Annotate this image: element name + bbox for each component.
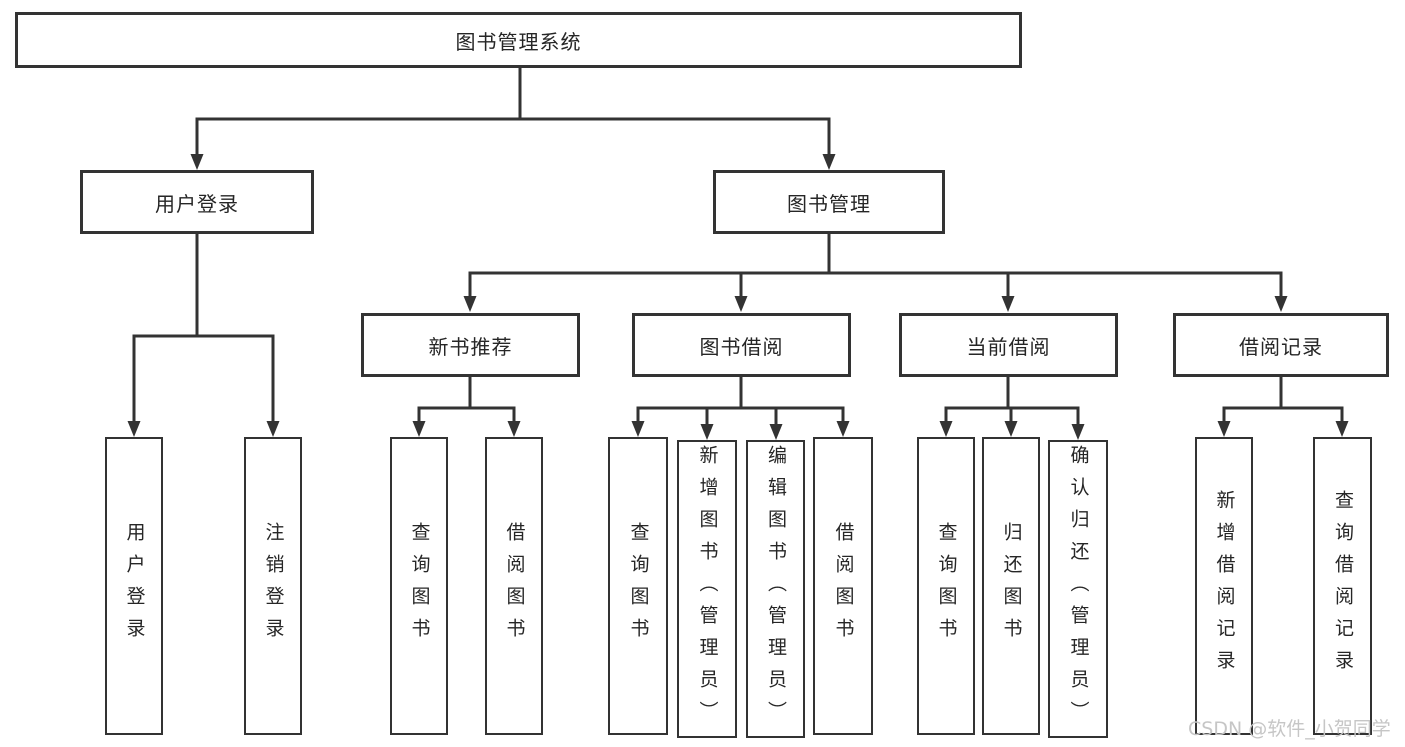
leaf-borrow-books-label: 借阅图书: [503, 522, 526, 650]
node-borrowing-records-label: 借阅记录: [1239, 334, 1323, 359]
leaf-query-books: 查询图书: [390, 437, 448, 735]
leaf-query-borrow-record-label: 查询借阅记录: [1332, 490, 1354, 682]
leaf-confirm-return-admin: 确认归还（管理员）: [1048, 440, 1108, 738]
node-new-book-recommend: 新书推荐: [361, 313, 580, 377]
arrowhead: [836, 421, 850, 437]
leaf-add-borrow-record-label: 新增借阅记录: [1213, 490, 1236, 682]
leaf-query-books: 查询图书: [608, 437, 668, 735]
arrowhead: [266, 421, 280, 437]
arrowhead: [700, 424, 714, 440]
leaf-edit-books-admin-label: 编辑图书（管理员）: [765, 445, 787, 733]
node-borrowing-records: 借阅记录: [1173, 313, 1389, 377]
node-book-management: 图书管理: [713, 170, 945, 234]
leaf-borrow-books: 借阅图书: [813, 437, 873, 735]
node-current-borrowing-label: 当前借阅: [966, 334, 1051, 359]
csdn-watermark: CSDN @软件_小贺同学: [1188, 718, 1391, 740]
connector-user-login: [132, 234, 275, 424]
arrowhead: [631, 421, 645, 437]
arrowhead: [734, 296, 748, 312]
leaf-return-books-label: 归还图书: [1000, 522, 1023, 650]
arrowhead: [1004, 421, 1018, 437]
connector-records: [1222, 377, 1344, 424]
node-book-borrowing: 图书借阅: [632, 313, 851, 377]
arrowhead: [1071, 424, 1085, 440]
leaf-confirm-return-admin-label: 确认归还（管理员）: [1067, 445, 1090, 733]
arrowhead: [1335, 421, 1349, 437]
connector-new-book: [417, 377, 516, 424]
leaf-add-books-admin: 新增图书（管理员）: [677, 440, 737, 738]
leaf-logout: 注销登录: [244, 437, 302, 735]
leaf-query-books: 查询图书: [917, 437, 975, 735]
arrowhead: [463, 296, 477, 312]
leaf-query-books-label: 查询图书: [627, 522, 650, 650]
arrowhead: [769, 424, 783, 440]
leaf-return-books: 归还图书: [982, 437, 1040, 735]
leaf-query-books-label: 查询图书: [935, 522, 958, 650]
arrowhead: [1217, 421, 1231, 437]
connector-current: [944, 377, 1080, 427]
arrowhead: [939, 421, 953, 437]
node-user-login: 用户登录: [80, 170, 314, 234]
arrowhead: [1274, 296, 1288, 312]
arrowhead: [1001, 296, 1015, 312]
leaf-add-books-admin-label: 新增图书（管理员）: [696, 445, 719, 733]
arrowhead: [127, 421, 141, 437]
connector-book-mgmt: [468, 234, 1283, 299]
node-book-management-label: 图书管理: [787, 191, 871, 216]
arrowhead: [822, 154, 836, 170]
node-book-borrowing-label: 图书借阅: [699, 334, 784, 359]
node-new-book-recommend-label: 新书推荐: [428, 334, 513, 359]
arrowhead: [412, 421, 426, 437]
arrowhead: [507, 421, 521, 437]
node-library-system: 图书管理系统: [15, 12, 1022, 68]
connector-root: [195, 68, 831, 157]
leaf-edit-books-admin: 编辑图书（管理员）: [746, 440, 805, 738]
node-user-login-label: 用户登录: [155, 191, 239, 216]
arrowhead: [190, 154, 204, 170]
leaf-query-borrow-record: 查询借阅记录: [1313, 437, 1372, 735]
leaf-user-login: 用户登录: [105, 437, 163, 735]
leaf-logout-label: 注销登录: [262, 522, 285, 650]
connector-borrowing: [636, 377, 845, 427]
leaf-user-login-label: 用户登录: [123, 522, 146, 650]
node-library-system-label: 图书管理系统: [455, 29, 582, 54]
leaf-borrow-books-label: 借阅图书: [832, 522, 855, 650]
leaf-query-books-label: 查询图书: [408, 522, 431, 650]
node-current-borrowing: 当前借阅: [899, 313, 1118, 377]
leaf-borrow-books: 借阅图书: [485, 437, 543, 735]
leaf-add-borrow-record: 新增借阅记录: [1195, 437, 1253, 735]
